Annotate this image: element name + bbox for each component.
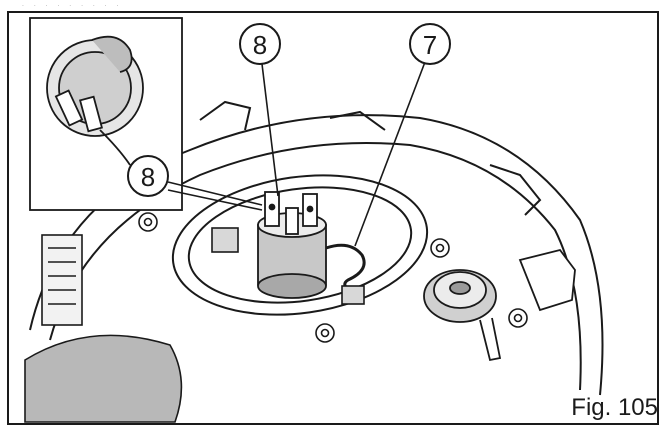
callout-wire: 7 (409, 23, 451, 65)
inset-bulb (46, 35, 144, 166)
lens-shadow (24, 334, 183, 423)
mounting-bracket (518, 248, 576, 312)
side-grille (41, 234, 83, 326)
figure-label: Fig. 105 (571, 394, 658, 421)
beam-adjuster (423, 269, 502, 362)
screw-boss (138, 212, 528, 343)
leader-lines (167, 61, 426, 247)
callout-inset: 8 (127, 155, 169, 197)
header-print-marks: · · · · · · · · · (22, 3, 123, 10)
callout-wire-number: 7 (423, 30, 437, 60)
figure-frame (7, 11, 659, 425)
bulb-aperture (171, 174, 429, 316)
callout-socket: 8 (239, 23, 281, 65)
terminal-block (211, 227, 239, 253)
callout-socket-number: 8 (253, 30, 267, 60)
bulb-socket (257, 191, 327, 299)
ground-wire (325, 243, 366, 294)
callout-inset-number: 8 (141, 162, 155, 192)
wire-connector (341, 285, 365, 305)
